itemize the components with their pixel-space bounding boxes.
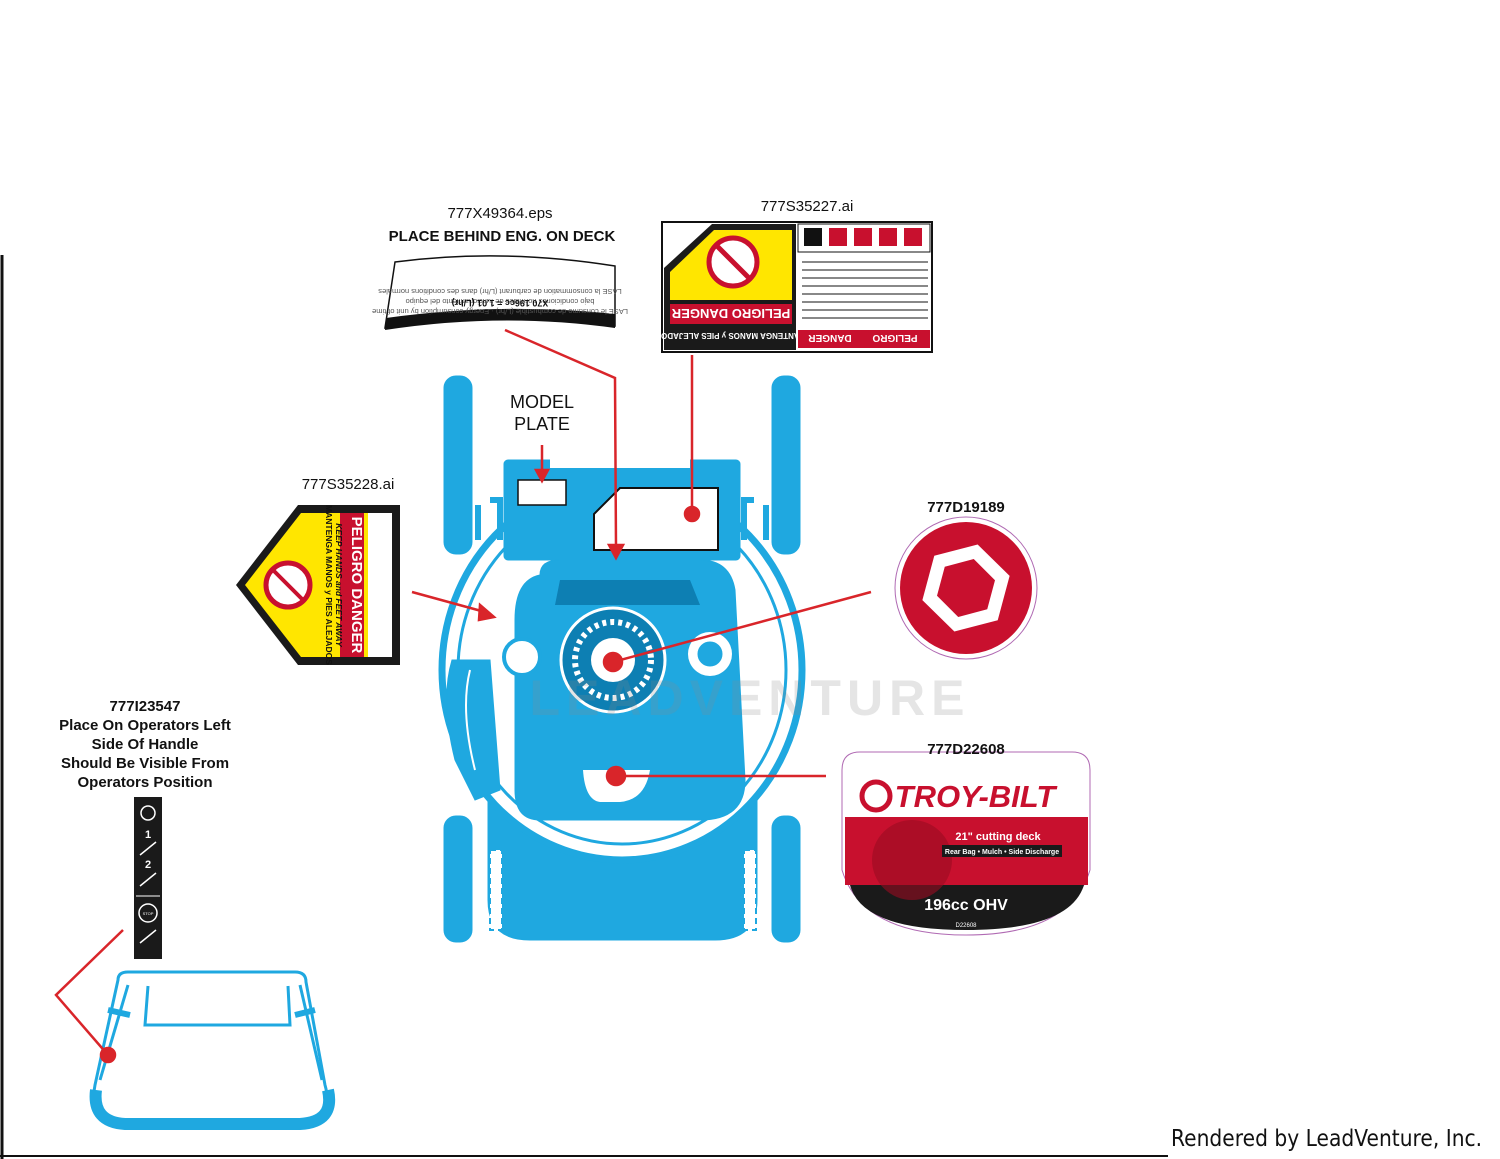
deck-modes-text: Rear Bag • Mulch • Side Discharge bbox=[945, 849, 1059, 856]
danger-small-header: PELIGRO DANGER bbox=[348, 517, 365, 654]
model-plate-line1: MODEL bbox=[509, 392, 574, 412]
danger-label-area bbox=[593, 487, 719, 551]
handle-note-line4: Operators Position bbox=[77, 774, 213, 791]
handle-note-line3: Should Be Visible From bbox=[60, 755, 230, 772]
danger-large-file-name: 777S35227.ai bbox=[760, 198, 854, 215]
svg-text:LASE la consommation de carbur: LASE la consommation de carburant (L/hr)… bbox=[378, 287, 622, 296]
danger-small-file-name: 777S35228.ai bbox=[301, 476, 395, 493]
gas-cap bbox=[502, 637, 542, 677]
danger-small-sub1: MANTENGA MANOS y PIES ALEJADOS bbox=[324, 505, 334, 665]
decal-code-text: D22608 bbox=[955, 923, 977, 929]
side-discharge-cover bbox=[446, 659, 501, 801]
handle-grip bbox=[89, 1088, 336, 1130]
watermark-text: LEADVENTURE bbox=[529, 670, 970, 726]
handle-control-decal: 1 2 STOP bbox=[134, 797, 162, 959]
danger-strip-left: PELIGRO bbox=[872, 332, 917, 343]
handle-frame bbox=[92, 970, 329, 1124]
mower-illustration bbox=[438, 375, 806, 943]
danger-large-sub1: MANTENGA MANOS y PIES ALEJADOS bbox=[655, 331, 806, 340]
hub-decal bbox=[894, 516, 1038, 660]
brand-name: TROY-BILT bbox=[895, 779, 1059, 814]
handle-decal-part-number: 777I23547 bbox=[109, 698, 181, 715]
model-plate-area bbox=[517, 479, 567, 506]
handle-note-line2: Side Of Handle bbox=[91, 736, 199, 753]
fuel-label-file-name: 777X49364.eps bbox=[447, 205, 553, 222]
deck-size-text: 21" cutting deck bbox=[955, 831, 1041, 843]
engine-icon bbox=[140, 805, 156, 821]
handle-decal-note: 777I23547 Place On Operators Left Side O… bbox=[30, 697, 260, 792]
fuel-label-placement-note: PLACE BEHIND ENG. ON DECK bbox=[388, 228, 616, 245]
rear-right-wheel bbox=[771, 375, 801, 555]
fuel-consumption-label: LASE le consumo de combustible (L/hr) · … bbox=[372, 255, 628, 330]
brand-hex-icon bbox=[859, 779, 893, 813]
model-plate-line2: PLATE bbox=[514, 414, 570, 434]
front-left-wheel bbox=[443, 815, 473, 943]
hub-decal-part-number: 777D19189 bbox=[927, 499, 1005, 516]
danger-large-header: PELIGRO DANGER bbox=[671, 306, 790, 321]
fuel-line-text: X70 196cc = 1.01 (L/hr) bbox=[452, 298, 549, 308]
stop-icon bbox=[138, 903, 158, 923]
brand-decal-part-number: 777D22608 bbox=[927, 741, 1005, 758]
handle-step2: 2 bbox=[145, 859, 151, 871]
handle-step1: 1 bbox=[145, 829, 151, 841]
rear-left-wheel bbox=[443, 375, 473, 555]
svg-text:bajo condiciones normales de f: bajo condiciones normales de funcionamie… bbox=[406, 297, 595, 306]
rendered-by-footer: Rendered by LeadVenture, Inc. bbox=[1171, 1126, 1483, 1152]
danger-strip-right: DANGER bbox=[808, 332, 852, 343]
handle-note-line1: Place On Operators Left bbox=[59, 717, 231, 734]
danger-decal-small: PELIGRO DANGER MANTENGA MANOS y PIES ALE… bbox=[236, 505, 400, 665]
handle-illustration bbox=[89, 970, 336, 1130]
brand-decal: TROY-BILT 21" cutting deck Rear Bag • Mu… bbox=[841, 751, 1091, 936]
danger-decal-large: PELIGRO DANGER MANTENGA MANOS y PIES ALE… bbox=[655, 221, 933, 353]
front-right-wheel bbox=[771, 815, 801, 943]
engine-text: 196cc OHV bbox=[924, 897, 1008, 914]
danger-small-sub2: KEEP HANDS and FEET AWAY bbox=[334, 523, 344, 648]
model-plate-label: MODEL PLATE bbox=[487, 391, 597, 435]
svg-text:LASE le consumo de combustible: LASE le consumo de combustible (L/hr) · … bbox=[372, 307, 628, 316]
handle-stop: STOP bbox=[143, 911, 154, 916]
leader-lines bbox=[54, 328, 872, 1064]
